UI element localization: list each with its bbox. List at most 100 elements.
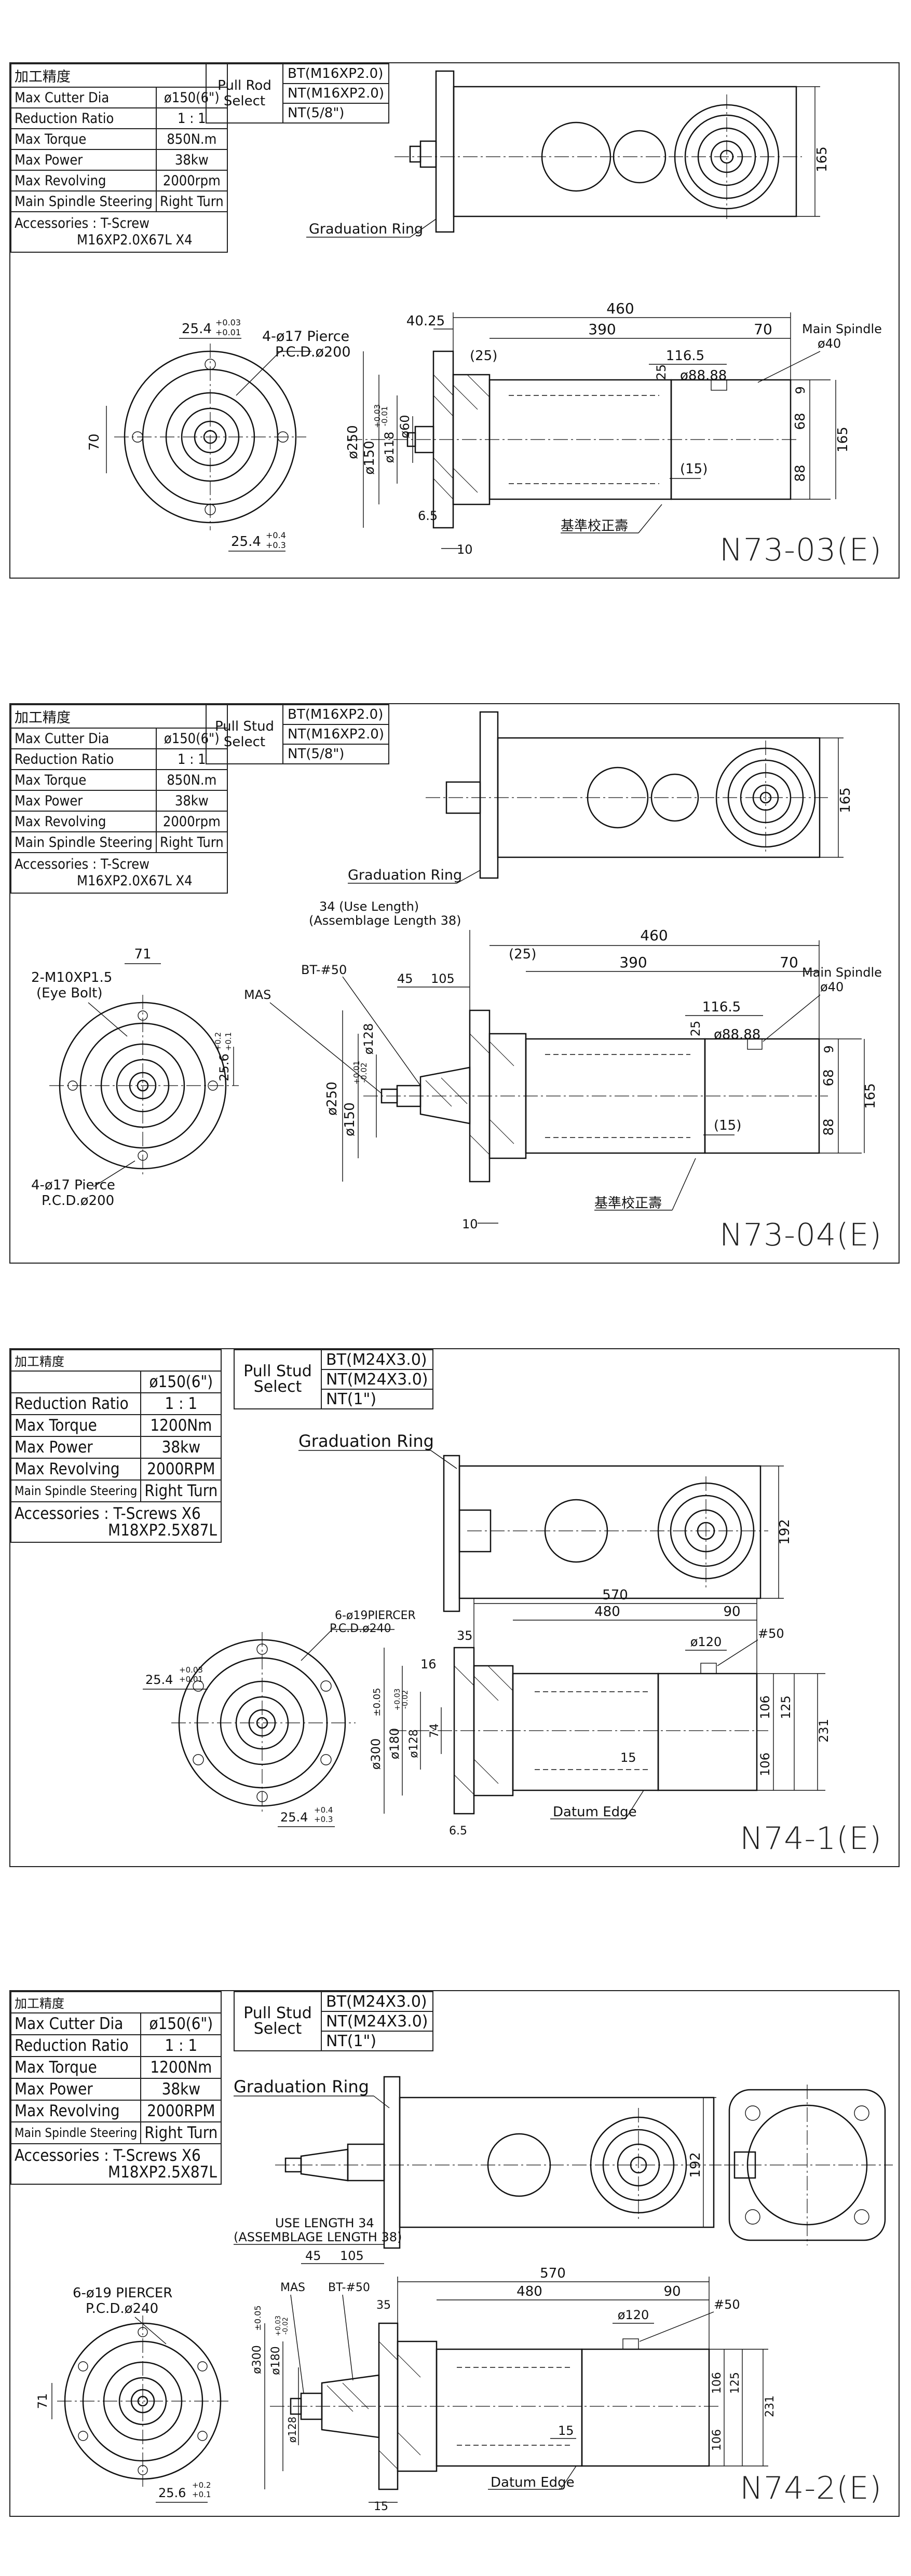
- top-view: Graduation Ring 192: [298, 1431, 793, 1612]
- bt-label: BT-#50: [328, 2281, 370, 2294]
- tol-300: ±0.05: [372, 1688, 383, 1716]
- dim-9: 9: [822, 1045, 836, 1053]
- spec-key: Max Cutter Dia: [10, 87, 157, 108]
- spec-value: Right Turn: [140, 2121, 222, 2144]
- mas-label: MAS: [280, 2281, 305, 2294]
- spec-key: Max Torque: [10, 128, 157, 150]
- dim-10: 10: [457, 542, 473, 557]
- spec-key: Max Revolving: [10, 811, 157, 832]
- dim-25-paren: (25): [470, 348, 497, 364]
- tol-300: ±0.05: [253, 2305, 263, 2331]
- spec-key: Max Revolving: [10, 2100, 142, 2122]
- technical-drawing: Graduation Ring 192: [35, 2076, 893, 2513]
- dim-300: ø300: [369, 1738, 383, 1770]
- dim-70: 70: [780, 954, 798, 971]
- dim-40-25: 40.25: [406, 313, 445, 329]
- tol-25-4-bottom-1: +0.4: [266, 530, 286, 540]
- accessories-line-2: M18XP2.5X87L: [108, 2163, 217, 2182]
- tol-25-4-bottom-2: +0.3: [314, 1815, 333, 1824]
- main-spindle-label: Main Spindle: [802, 965, 882, 980]
- dim-68: 68: [821, 1069, 837, 1086]
- front-view: 6-ø19PIERCER P.C.D.ø240 25.4 +0.03 +0.01…: [143, 1609, 416, 1827]
- dim-106-a: 106: [758, 1695, 772, 1719]
- spec-value: ø150(6"): [140, 1371, 222, 1393]
- dim-150: ø150: [342, 1102, 358, 1136]
- dim-480: 480: [594, 1604, 620, 1620]
- dim-165-top: 165: [838, 787, 853, 813]
- dim-192: 192: [777, 1519, 793, 1545]
- dim-88: 88: [821, 1118, 837, 1135]
- spec-title: 加工精度: [10, 63, 228, 88]
- accessories-line-2: M16XP2.0X67L X4: [77, 232, 193, 248]
- front-view: 6-ø19 PIERCER P.C.D.ø240 71 25.6 +0.2 +0…: [35, 2285, 228, 2503]
- tol-180-2: -0.02: [282, 2317, 290, 2335]
- bt-label: BT-#50: [301, 963, 347, 977]
- top-view: 165 Graduation Ring: [306, 70, 830, 238]
- spec-key: Max Torque: [10, 2056, 142, 2079]
- pierce-label: 4-ø17 Pierce: [262, 328, 349, 345]
- datum-label: Datum Edge: [491, 2475, 575, 2490]
- dim-74: 74: [428, 1723, 441, 1738]
- spec-key: Main Spindle Steering: [10, 831, 157, 853]
- spec-value: Right Turn: [140, 1479, 222, 1502]
- assemblage-length-label: (ASSEMBLAGE LENGTH 38): [234, 2230, 402, 2244]
- dim-300: ø300: [251, 2345, 264, 2374]
- dim-180: ø180: [269, 2346, 282, 2375]
- main-spindle-dia: ø40: [820, 980, 844, 994]
- pull-option: NT(M16XP2.0): [282, 724, 389, 745]
- pull-option: NT(M24X3.0): [321, 1369, 433, 1390]
- spec-key: Reduction Ratio: [10, 1392, 142, 1415]
- dim-125: 125: [779, 1695, 793, 1719]
- spec-value: 38kw: [155, 149, 228, 171]
- accessories-line-1: Accessories : T-Screw: [15, 215, 150, 231]
- dim-165: 165: [835, 427, 851, 453]
- pcd-label: P.C.D.ø200: [275, 344, 351, 360]
- eye-bolt-label-2: (Eye Bolt): [36, 985, 103, 1001]
- spec-value: 850N.m: [155, 128, 228, 150]
- dim-105: 105: [431, 971, 455, 986]
- drawing-code: N74-2(E): [740, 2470, 882, 2506]
- pcd-label: P.C.D.ø240: [86, 2301, 158, 2317]
- tol-150-bot: -0.02: [359, 1063, 369, 1083]
- tol-150-bot: -0.01: [380, 406, 389, 427]
- top-view: 165 Graduation Ring: [348, 711, 853, 884]
- spec-key: Main Spindle Steering: [10, 2121, 142, 2144]
- dim-116-5: 116.5: [666, 348, 704, 364]
- dim-15: 15: [558, 2423, 574, 2438]
- technical-drawing: 165 Graduation Ring 2-M10XP1.5 (Eye Bolt…: [31, 711, 882, 1231]
- dim-460: 460: [640, 927, 668, 944]
- spec-value: 1 : 1: [140, 2034, 222, 2057]
- spec-title: 加工精度: [10, 704, 228, 729]
- pull-option: NT(M16XP2.0): [282, 83, 389, 104]
- graduation-ring-label: Graduation Ring: [234, 2077, 369, 2097]
- dim-25-4-top: 25.4: [182, 321, 212, 337]
- dim-128: ø128: [407, 1729, 420, 1758]
- dim-16: 16: [420, 1657, 437, 1671]
- main-spindle-dia: ø40: [818, 336, 841, 351]
- dim-460: 460: [606, 300, 634, 317]
- pierce-label: 6-ø19 PIERCER: [73, 2285, 172, 2301]
- dim-71: 71: [134, 947, 151, 962]
- dim-10: 10: [462, 1217, 478, 1231]
- dim-231: 231: [764, 2395, 777, 2417]
- dim-70-vertical: 70: [87, 433, 102, 450]
- spec-key: [10, 1371, 142, 1393]
- spec-value: 38kw: [140, 2078, 222, 2101]
- spec-key: Max Revolving: [10, 1458, 142, 1481]
- tol-180-2: -0.02: [401, 1690, 410, 1709]
- dim-192: 192: [688, 2152, 703, 2178]
- dim-35: 35: [457, 1628, 473, 1643]
- datum-label: Datum Edge: [553, 1804, 637, 1820]
